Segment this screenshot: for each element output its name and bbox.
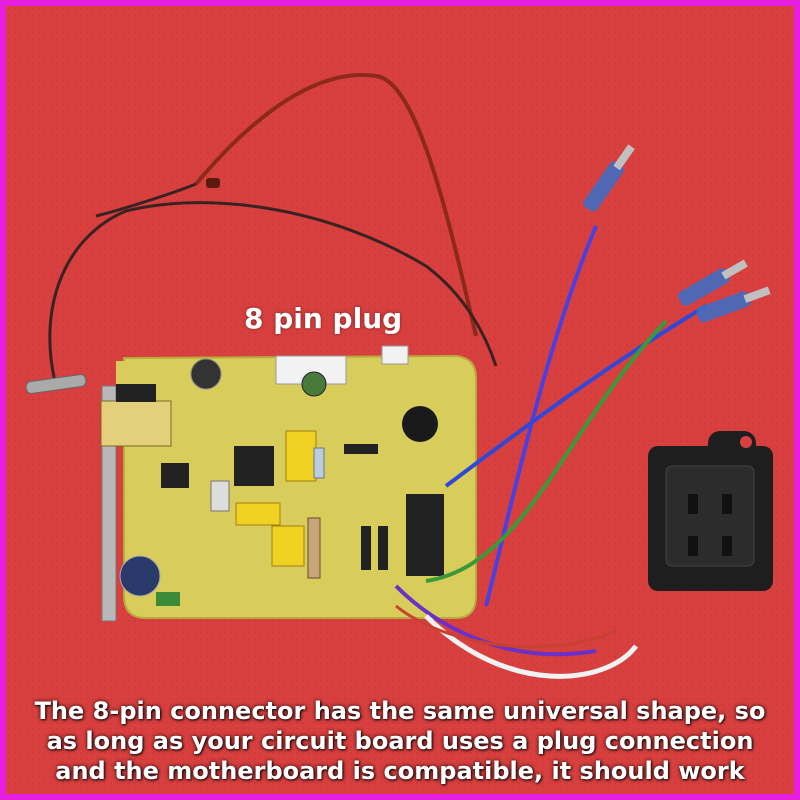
socket-pin-hole — [688, 536, 698, 556]
spade-terminal-2 — [677, 259, 748, 307]
spade-terminal-3 — [696, 286, 771, 323]
small-connector — [381, 345, 409, 365]
transformer-core — [116, 384, 156, 402]
yellow-capacitor-1 — [285, 430, 317, 482]
red-wire — [395, 604, 617, 649]
ic-chip — [161, 463, 189, 488]
thermistor-bead — [206, 178, 220, 188]
capacitor-top — [190, 358, 222, 390]
diode-3 — [378, 526, 388, 570]
blue-wire-2 — [444, 304, 708, 488]
capacitor-bottom — [119, 555, 161, 597]
socket-mount-hole — [740, 436, 752, 448]
green-wire — [425, 319, 668, 583]
circuit-board-photo — [6, 6, 794, 794]
compatibility-caption: The 8-pin connector has the same univers… — [34, 697, 766, 785]
probe-flange — [25, 374, 87, 394]
relay — [406, 494, 444, 576]
heatsink — [210, 480, 230, 512]
socket-pin-hole — [722, 494, 732, 514]
diode-1 — [344, 444, 378, 454]
resistor-small — [313, 447, 325, 479]
dark-sensor-wire — [48, 201, 498, 387]
connector-label: 8 pin plug — [244, 302, 403, 335]
inductor — [156, 592, 180, 606]
board-edge — [116, 361, 138, 391]
resistor-large — [307, 517, 321, 579]
socket-face — [665, 465, 755, 567]
socket-pin-hole — [722, 536, 732, 556]
brown-sensor-wire — [194, 73, 478, 337]
yellow-capacitor-3 — [271, 525, 305, 567]
buzzer — [402, 406, 438, 442]
blue-wire-1 — [484, 225, 598, 607]
diode-2 — [361, 526, 371, 570]
white-wire — [424, 614, 638, 679]
power-ic — [234, 446, 274, 486]
sensor-wire-branch — [95, 182, 197, 218]
socket-pin-hole — [688, 494, 698, 514]
purple-wire — [394, 584, 597, 657]
transformer — [100, 400, 172, 447]
yellow-capacitor-2 — [235, 502, 281, 526]
spade-terminal-1 — [583, 144, 635, 212]
capacitor-small — [301, 371, 327, 397]
